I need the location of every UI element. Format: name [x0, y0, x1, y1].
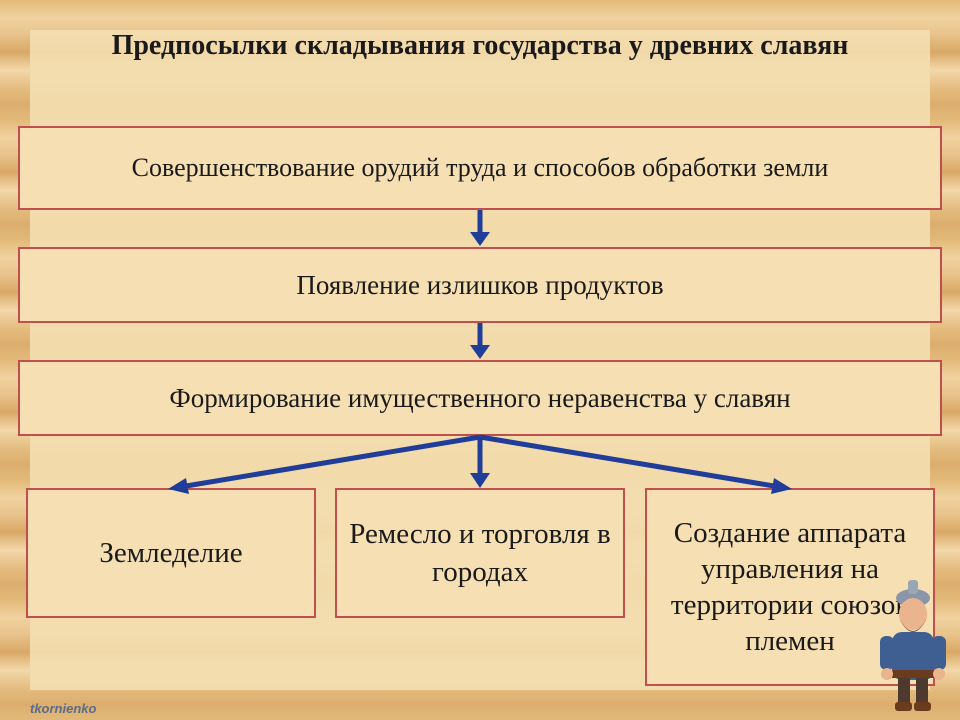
outcome-box-governance: Создание аппарата управления на территор…: [645, 488, 935, 686]
step-box-2: Появление излишков продуктов: [18, 247, 942, 323]
warrior-figure: [880, 580, 946, 711]
step-box-1: Совершенствование орудий труда и способо…: [18, 126, 942, 210]
step-box-3: Формирование имущественного неравенства …: [18, 360, 942, 436]
outcome-box-crafts-trade: Ремесло и торговля в городах: [335, 488, 625, 618]
author-credit: tkornienko: [30, 701, 97, 716]
slide-title: Предпосылки складывания государства у др…: [111, 30, 849, 61]
outcome-box-agriculture: Земледелие: [26, 488, 316, 618]
